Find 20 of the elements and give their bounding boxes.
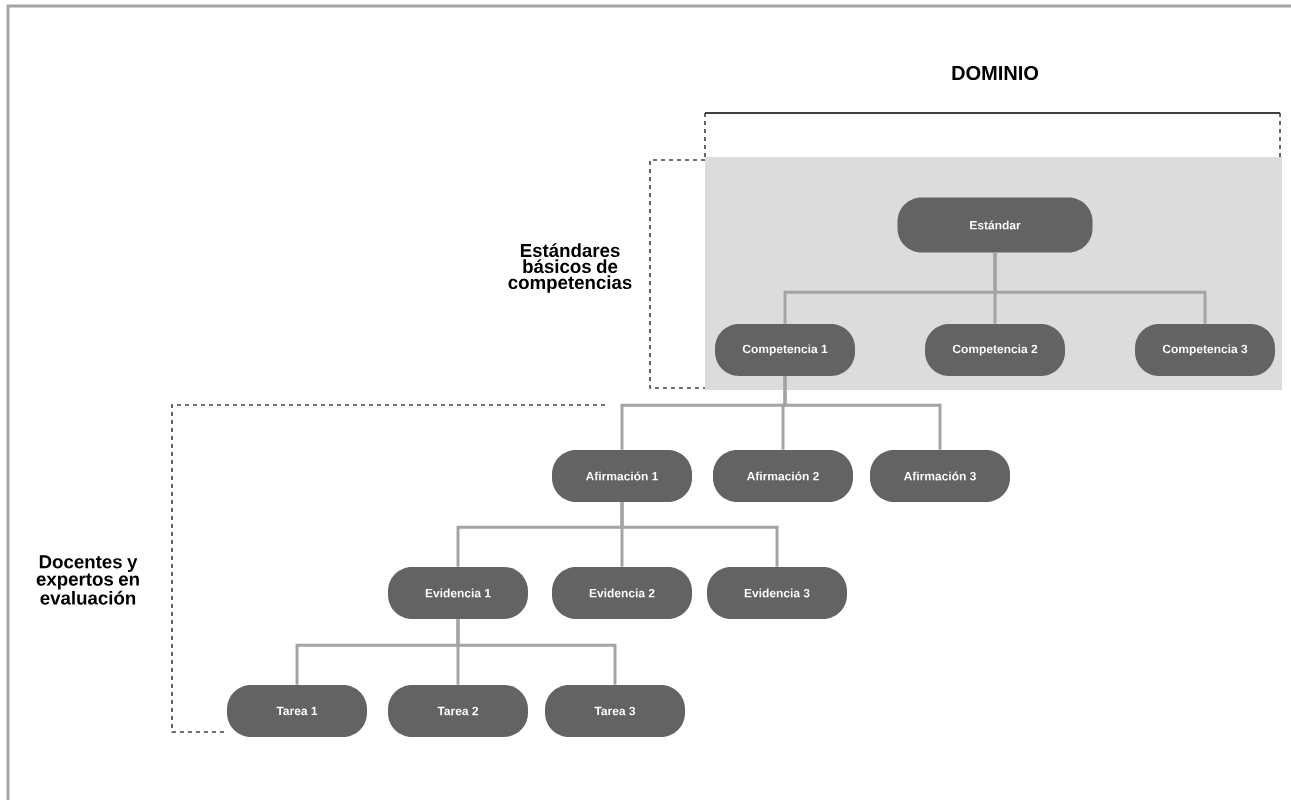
side-label: Estándares básicos de competencias (508, 243, 632, 293)
rounded-box: Tarea 2 (388, 685, 528, 737)
rounded-box: Evidencia 2 (552, 567, 692, 619)
rounded-box: Tarea 1 (227, 685, 367, 737)
connector-line (620, 502, 779, 567)
rounded-box: Competencia 3 (1135, 324, 1275, 376)
rounded-box: Afirmación 3 (870, 450, 1010, 502)
rounded-box: Competencia 2 (925, 324, 1065, 376)
rounded-box: Competencia 1 (715, 324, 855, 376)
rounded-box: Afirmación 2 (713, 450, 853, 502)
connector-line (783, 376, 942, 450)
side-label: Docentes y expertos en evaluación (36, 555, 139, 605)
rounded-box: Evidencia 3 (707, 567, 847, 619)
rounded-box: Estándar (897, 197, 1093, 253)
heading: DOMINIO (952, 65, 1039, 81)
rounded-box: Tarea 3 (545, 685, 685, 737)
connector-line (456, 619, 617, 685)
rounded-box: Afirmación 1 (552, 450, 692, 502)
connector-line (993, 252, 1207, 324)
rounded-box: Evidencia 1 (388, 567, 528, 619)
